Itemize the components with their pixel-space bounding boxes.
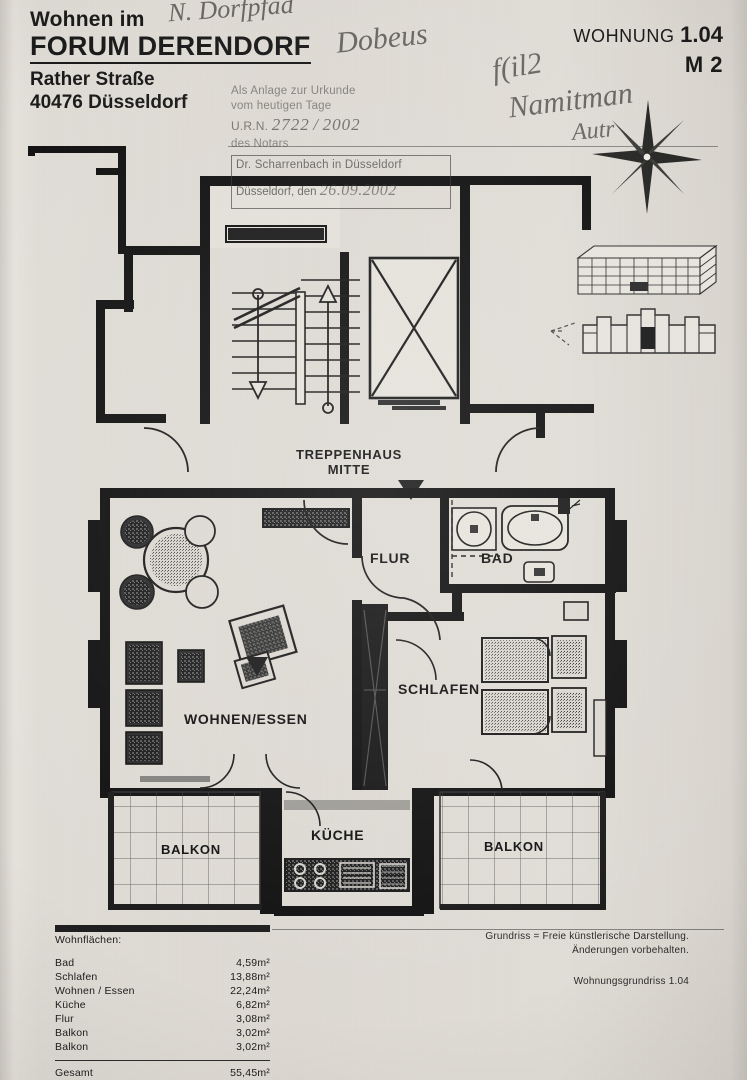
stamp-notary-name: Dr. Scharrenbach in Düsseldorf	[236, 159, 402, 171]
areas-top-rule	[55, 925, 270, 932]
stamp-date-value: 26.09.2002	[319, 182, 397, 199]
unit-identifier: WOHNUNG 1.04 M 2	[573, 22, 723, 78]
notary-stamp-box: Dr. Scharrenbach in Düsseldorf Düsseldor…	[231, 155, 451, 209]
stamp-urn-year: 2002	[322, 115, 361, 135]
footnote: Grundriss = Freie künstlerische Darstell…	[485, 930, 689, 989]
unit-number: 1.04	[680, 22, 723, 47]
stair-down-arrow-icon	[248, 288, 268, 401]
areas-row-value: 6,82m²	[236, 998, 270, 1011]
stamp-rule	[228, 146, 718, 148]
compass-rose-icon	[592, 100, 702, 214]
areas-total-row: Gesamt 55,45m²	[55, 1059, 270, 1080]
areas-table: Wohnflächen: Bad 4,59m² Schlafen 13,88m² Woh…	[55, 934, 270, 1080]
document-header: Wohnen im FORUM DERENDORF Rather Straße …	[30, 8, 311, 115]
lobby-doors	[143, 427, 541, 473]
areas-row: Schlafen 13,88m²	[55, 971, 270, 985]
stair-up-arrow-icon	[318, 283, 338, 414]
stamp-line-1: Als Anlage zur Urkunde	[231, 85, 356, 97]
footnote-line-3: Wohnungsgrundriss 1.04	[573, 976, 689, 987]
stamp-urn-row: U.R.N. 2722 / 2002	[231, 114, 437, 136]
areas-row-value: 13,88m²	[230, 970, 270, 983]
header-title: FORUM DERENDORF	[30, 31, 311, 65]
areas-row-label: Küche	[55, 998, 86, 1011]
room-label-balkon-right: BALKON	[484, 839, 544, 854]
balcony-left	[108, 791, 262, 910]
areas-row-value: 4,59m²	[236, 957, 270, 969]
areas-row: Wohnen / Essen 22,24m²	[55, 985, 270, 999]
stamp-urn-label: U.R.N.	[231, 119, 269, 134]
notary-stamp: Als Anlage zur Urkunde vom heutigen Tage…	[231, 84, 437, 152]
room-label-balkon-left: BALKON	[161, 842, 221, 857]
areas-row-value: 22,24m²	[230, 984, 270, 997]
header-street: Rather Straße	[30, 69, 155, 91]
areas-total-label: Gesamt	[55, 1066, 93, 1079]
areas-total-value: 55,45m²	[230, 1066, 270, 1079]
room-label-treppenhaus: TREPPENHAUS MITTE	[296, 447, 402, 478]
room-label-schlafen: SCHLAFEN	[398, 681, 480, 697]
header-city: 40476 Düsseldorf	[30, 92, 188, 114]
areas-row: Balkon 3,02m²	[55, 1041, 270, 1055]
footnote-line-2: Änderungen vorbehalten.	[572, 944, 689, 956]
stamp-urn-number: 2722	[271, 115, 310, 135]
bathroom-fixtures	[451, 498, 581, 583]
areas-row: Balkon 3,02m²	[55, 1027, 270, 1041]
apartment-walls	[88, 488, 627, 914]
footnote-top-rule	[272, 929, 724, 931]
room-label-treppenhaus-text: TREPPENHAUS	[296, 447, 402, 462]
room-label-wohnen-essen: WOHNEN/ESSEN	[184, 711, 308, 727]
areas-row-list: Bad 4,59m² Schlafen 13,88m² Wohnen / Essen 22…	[55, 957, 270, 1055]
kitchen-fixtures	[284, 791, 410, 892]
areas-row-value: 3,08m²	[236, 1012, 270, 1025]
areas-caption: Wohnflächen:	[55, 934, 122, 946]
room-label-kueche: KÜCHE	[311, 827, 365, 843]
stamp-urn-sep: /	[313, 115, 320, 135]
areas-row-label: Balkon	[55, 1026, 89, 1039]
floor-key-plan-diagram	[550, 308, 716, 354]
areas-row-label: Schlafen	[55, 970, 98, 983]
footnote-line-1: Grundriss = Freie künstlerische Darstell…	[485, 931, 689, 942]
areas-row-label: Flur	[55, 1012, 74, 1025]
header-line-1: Wohnen im	[30, 8, 145, 31]
hallway-doors	[303, 499, 441, 641]
areas-row-label: Balkon	[55, 1040, 89, 1053]
scale-label: M 2	[684, 52, 723, 77]
stamp-date-label: Düsseldorf, den	[236, 186, 317, 198]
areas-row-value: 3,02m²	[236, 1026, 270, 1039]
stamp-line-4: des Notars	[231, 137, 289, 150]
stamp-date-row: Düsseldorf, den 26.09.2002	[236, 182, 397, 200]
room-label-flur: FLUR	[370, 550, 411, 566]
interior-partitions	[274, 498, 616, 916]
living-room-furniture	[119, 508, 350, 789]
bedroom-furniture	[395, 601, 607, 793]
stamp-line-2: vom heutigen Tage	[231, 100, 332, 113]
room-label-bad: BAD	[481, 550, 514, 566]
unit-label: WOHNUNG	[573, 26, 675, 46]
areas-row: Bad 4,59m²	[55, 957, 270, 971]
areas-row: Flur 3,08m²	[55, 1013, 270, 1027]
areas-row-value: 3,02m²	[236, 1040, 270, 1053]
balcony-right	[439, 791, 606, 910]
areas-row-label: Bad	[55, 957, 75, 969]
room-label-mitte-text: MITTE	[327, 461, 371, 477]
building-isometric-diagram	[576, 244, 718, 296]
areas-row-label: Wohnen / Essen	[55, 984, 135, 997]
unit-label-row: WOHNUNG 1.04	[573, 22, 723, 48]
areas-row: Küche 6,82m²	[55, 999, 270, 1013]
upper-core-walls	[28, 146, 594, 438]
